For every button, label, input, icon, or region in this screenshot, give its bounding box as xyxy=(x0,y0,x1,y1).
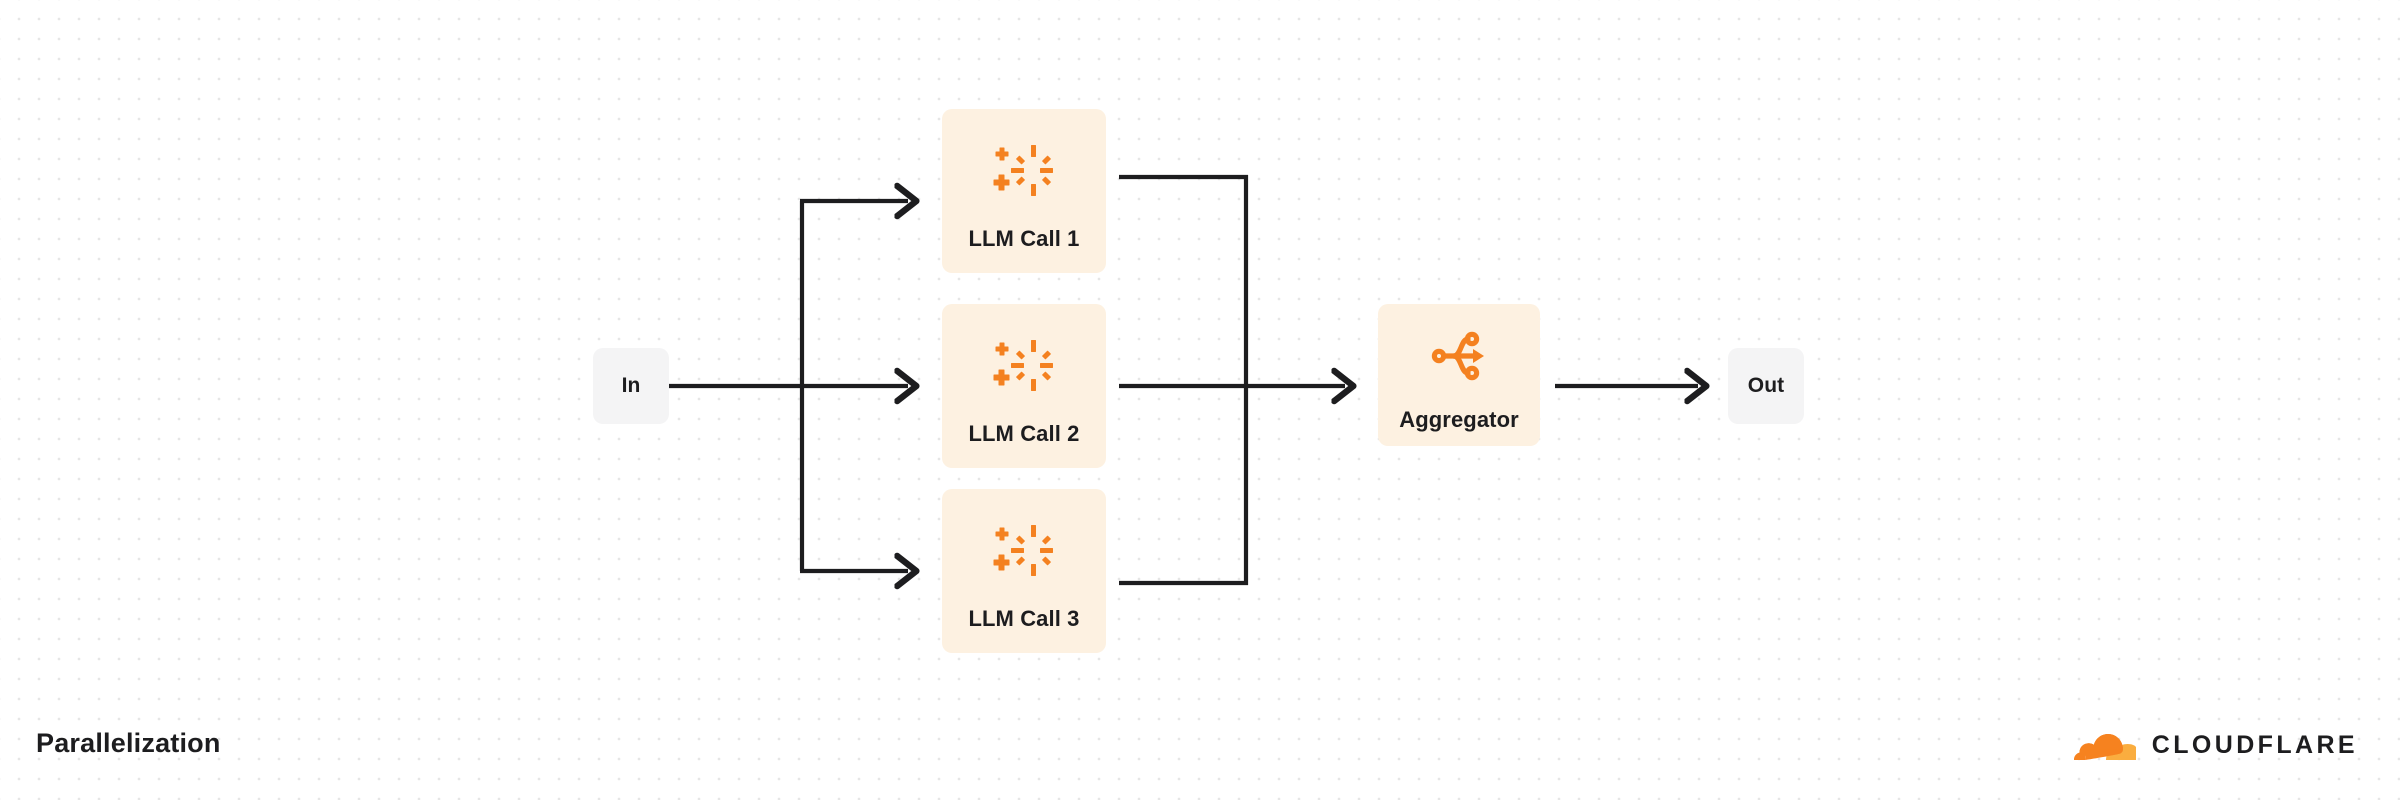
node-input-label: In xyxy=(621,374,641,397)
node-llm-call-2[interactable]: LLM Call 2 xyxy=(942,304,1106,468)
node-output-label: Out xyxy=(1747,374,1785,397)
node-aggregator-label: Aggregator xyxy=(1399,407,1519,432)
node-input[interactable]: In xyxy=(593,348,669,424)
diagram-title: Parallelization xyxy=(36,728,221,758)
brand-lockup: CLOUDFLARE xyxy=(2072,729,2358,761)
sparkle-ai-icon xyxy=(993,339,1055,393)
sparkle-ai-icon xyxy=(993,524,1055,578)
node-llm-call-3[interactable]: LLM Call 3 xyxy=(942,489,1106,653)
sparkle-ai-icon xyxy=(993,144,1055,198)
cloudflare-cloud-logo xyxy=(2072,729,2136,761)
node-output[interactable]: Out xyxy=(1728,348,1804,424)
node-llm-call-1[interactable]: LLM Call 1 xyxy=(942,109,1106,273)
brand-wordmark: CLOUDFLARE xyxy=(2151,730,2358,759)
node-llm-call-1-label: LLM Call 1 xyxy=(968,226,1080,251)
node-llm-call-3-label: LLM Call 3 xyxy=(968,606,1080,631)
merge-nodes-icon xyxy=(1428,327,1490,385)
node-llm-call-2-label: LLM Call 2 xyxy=(968,421,1080,446)
node-aggregator[interactable]: Aggregator xyxy=(1378,304,1540,446)
